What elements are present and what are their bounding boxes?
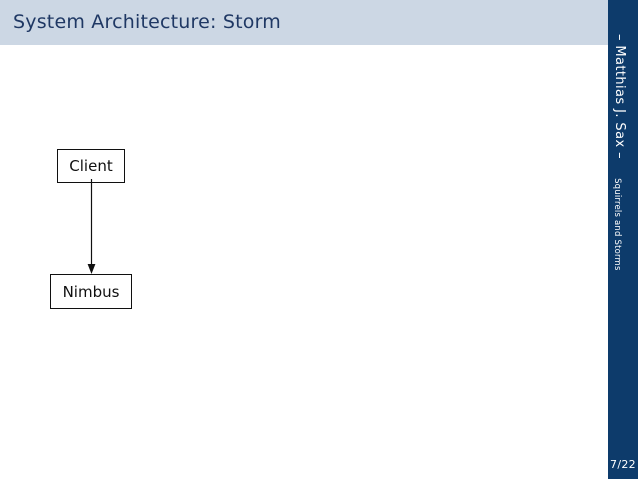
- page-number: 7/22: [610, 458, 636, 471]
- title-bar: System Architecture: Storm: [0, 0, 608, 45]
- sidebar-author-label: – Matthias J. Sax –: [612, 34, 627, 159]
- sidebar-subtitle-label: Squirrels and Storms: [612, 178, 622, 271]
- page-title: System Architecture: Storm: [13, 11, 281, 33]
- sidebar: – Matthias J. Sax – Squirrels and Storms…: [608, 0, 638, 479]
- diagram-node-client-label: Client: [69, 157, 113, 175]
- diagram-node-nimbus-label: Nimbus: [62, 282, 120, 301]
- diagram-node-nimbus: Nimbus: [50, 274, 132, 309]
- diagram-node-client: Client: [57, 149, 125, 183]
- diagram-canvas: Client Nimbus: [0, 45, 608, 479]
- sidebar-content: – Matthias J. Sax – Squirrels and Storms…: [608, 0, 638, 479]
- arrow-head-icon: [87, 264, 96, 274]
- diagram-edge-client-to-nimbus: [87, 179, 96, 274]
- sidebar-rotated-text: – Matthias J. Sax – Squirrels and Storms: [607, 34, 627, 271]
